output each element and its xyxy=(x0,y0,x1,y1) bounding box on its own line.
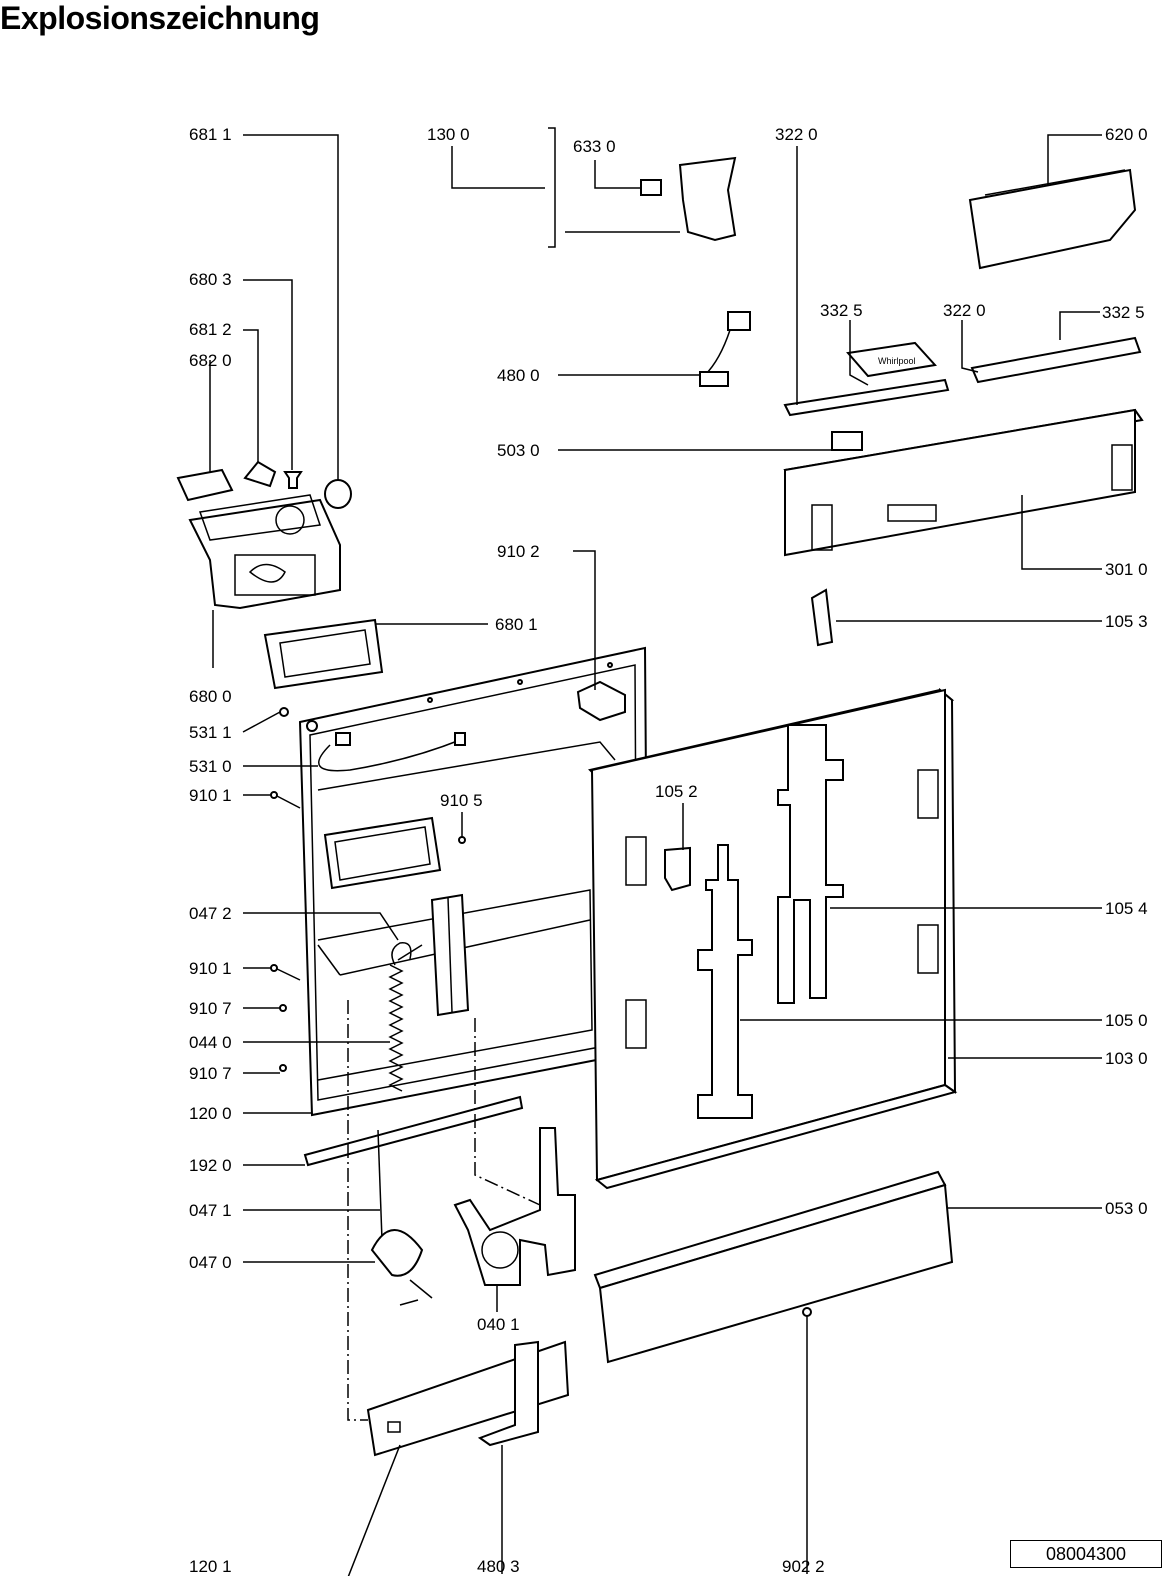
label-130-0: 130 0 xyxy=(427,125,470,144)
label-120-1: 120 1 xyxy=(189,1557,232,1576)
rail-192 xyxy=(303,1095,524,1167)
cable-assembly xyxy=(370,1129,433,1306)
rail-bracket-105-0 xyxy=(697,844,753,1119)
door-switch-cable xyxy=(318,732,466,772)
dispenser-assembly xyxy=(188,494,341,610)
label-680-3: 680 3 xyxy=(189,270,232,289)
screw-680 xyxy=(283,471,303,489)
label-910-7-a: 910 7 xyxy=(189,999,232,1018)
label-322-0: 322 0 xyxy=(775,125,818,144)
outer-door-panel xyxy=(588,687,958,1190)
label-044-0: 044 0 xyxy=(189,1033,232,1052)
part-labels: 681 1 130 0 633 0 322 0 620 0 680 3 681 … xyxy=(189,125,1148,1576)
label-047-2: 047 2 xyxy=(189,904,232,923)
kick-plate xyxy=(593,1170,954,1364)
label-910-2: 910 2 xyxy=(497,542,540,561)
hinge-bracket-910 xyxy=(576,680,626,722)
label-322-0-b: 322 0 xyxy=(943,301,986,320)
label-105-3: 105 3 xyxy=(1105,612,1148,631)
label-047-1: 047 1 xyxy=(189,1201,232,1220)
connector-503 xyxy=(831,431,863,451)
label-105-0: 105 0 xyxy=(1105,1011,1148,1030)
label-682-0: 682 0 xyxy=(189,351,232,370)
label-680-0: 680 0 xyxy=(189,687,232,706)
door-spring xyxy=(388,942,423,1092)
ring-681 xyxy=(324,479,352,509)
screw-902 xyxy=(802,1307,812,1317)
document-number: 08004300 xyxy=(1010,1540,1162,1568)
door-lock-assembly xyxy=(640,156,737,242)
label-910-1-b: 910 1 xyxy=(189,959,232,978)
bracket-480-3 xyxy=(477,1340,539,1447)
label-120-0: 120 0 xyxy=(189,1104,232,1123)
bracket-105-3 xyxy=(810,588,834,647)
trim-strip-322: Whirlpool xyxy=(783,336,1142,417)
label-103-0: 103 0 xyxy=(1105,1049,1148,1068)
clip-105-2 xyxy=(664,846,691,892)
label-910-1-a: 910 1 xyxy=(189,786,232,805)
label-910-5: 910 5 xyxy=(440,791,483,810)
electronics-module xyxy=(968,168,1137,270)
label-902-2: 902 2 xyxy=(782,1557,825,1576)
label-047-0: 047 0 xyxy=(189,1253,232,1272)
label-480-0: 480 0 xyxy=(497,366,540,385)
seal-682 xyxy=(176,468,234,502)
control-panel-housing xyxy=(783,408,1144,557)
label-531-1: 531 1 xyxy=(189,723,232,742)
label-301-0: 301 0 xyxy=(1105,560,1148,579)
label-332-5-b: 332 5 xyxy=(1102,303,1145,322)
label-105-4: 105 4 xyxy=(1105,899,1148,918)
label-040-1: 040 1 xyxy=(477,1315,520,1334)
label-681-2: 681 2 xyxy=(189,320,232,339)
rail-bracket-105-4 xyxy=(777,724,844,1004)
knob-681 xyxy=(243,460,277,488)
inner-rail xyxy=(430,893,470,1017)
leader-lines xyxy=(209,127,1102,1576)
label-503-0: 503 0 xyxy=(497,441,540,460)
label-910-7-b: 910 7 xyxy=(189,1064,232,1083)
label-192-0: 192 0 xyxy=(189,1156,232,1175)
label-332-5-a: 332 5 xyxy=(820,301,863,320)
label-531-0: 531 0 xyxy=(189,757,232,776)
label-053-0: 053 0 xyxy=(1105,1199,1148,1218)
wire-harness xyxy=(699,311,751,387)
label-633-0: 633 0 xyxy=(573,137,616,156)
brand-plate-label: Whirlpool xyxy=(878,356,916,366)
label-681-1: 681 1 xyxy=(189,125,232,144)
hinge-040 xyxy=(453,1127,576,1286)
brand-plate xyxy=(846,341,937,378)
label-620-0: 620 0 xyxy=(1105,125,1148,144)
label-480-3: 480 3 xyxy=(477,1557,520,1576)
gasket-frame xyxy=(263,618,384,690)
label-680-1: 680 1 xyxy=(495,615,538,634)
detergent-recess xyxy=(323,816,442,890)
page-title: Explosionszeichnung xyxy=(0,0,320,36)
label-105-2: 105 2 xyxy=(655,782,698,801)
